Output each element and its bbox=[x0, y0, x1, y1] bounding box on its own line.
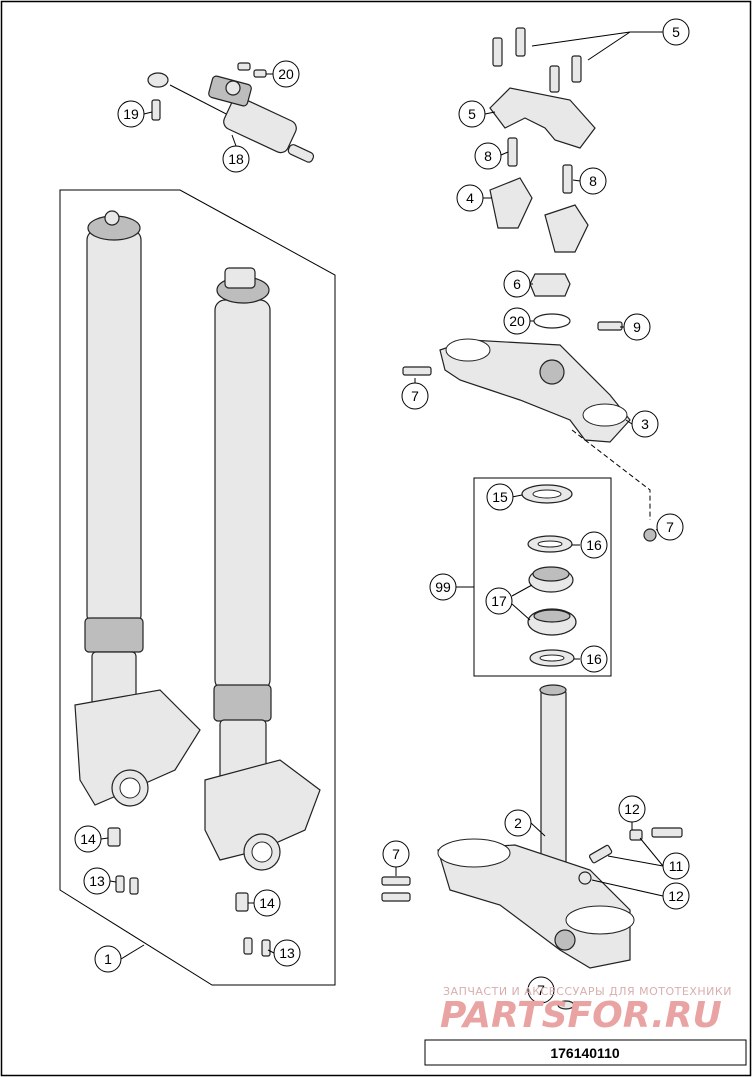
callout-2: 2 bbox=[504, 809, 532, 837]
svg-text:9: 9 bbox=[633, 319, 641, 335]
svg-text:6: 6 bbox=[513, 276, 521, 292]
axle-bolts-right bbox=[235, 892, 271, 957]
svg-text:7: 7 bbox=[392, 846, 400, 862]
lower-triple-clamp bbox=[437, 684, 635, 969]
steering-damper bbox=[147, 62, 315, 163]
callout-7-top: 5 bbox=[662, 18, 690, 46]
callout-20: 20 bbox=[272, 60, 300, 88]
pinch-bolt bbox=[597, 321, 623, 331]
callout-17: 17 bbox=[485, 587, 513, 615]
svg-text:20: 20 bbox=[509, 313, 525, 329]
svg-text:4: 4 bbox=[466, 190, 474, 206]
callout-8-b: 8 bbox=[579, 167, 607, 195]
bolt-head bbox=[643, 528, 657, 542]
svg-text:16: 16 bbox=[586, 537, 602, 553]
handlebar-clamp-bolts bbox=[492, 27, 582, 93]
axle-bolts-left bbox=[107, 827, 139, 895]
callout-15: 15 bbox=[486, 483, 514, 511]
clamp-bolt-side bbox=[402, 366, 432, 376]
svg-text:11: 11 bbox=[669, 858, 684, 874]
callout-1: 1 bbox=[94, 945, 122, 973]
callout-14-right: 14 bbox=[253, 889, 281, 917]
left-fork-leg bbox=[74, 210, 201, 807]
callout-19: 19 bbox=[117, 100, 145, 128]
handlebar-clamp-top bbox=[489, 87, 596, 149]
svg-text:19: 19 bbox=[123, 106, 139, 122]
handlebar-clamp-lower-left bbox=[489, 177, 533, 229]
svg-text:13: 13 bbox=[279, 945, 295, 961]
watermark-logo: PARTSFOR.RU bbox=[440, 995, 722, 1036]
right-fork-leg bbox=[204, 267, 321, 871]
svg-text:14: 14 bbox=[259, 895, 275, 911]
callout-99: 99 bbox=[429, 573, 457, 601]
watermark-caption: ЗАПЧАСТИ И АКСЕССУАРЫ ДЛЯ МОТОТЕХНИКИ bbox=[443, 985, 732, 998]
callout-label: 5 bbox=[672, 24, 680, 40]
clamp-bolt bbox=[562, 164, 573, 194]
part-number-box bbox=[424, 1039, 747, 1066]
svg-text:7: 7 bbox=[537, 982, 545, 998]
washer bbox=[533, 313, 571, 329]
svg-text:8: 8 bbox=[484, 148, 492, 164]
clamp-washer bbox=[578, 871, 592, 885]
callout-7-left: 7 bbox=[382, 840, 410, 868]
bearing-kit-frame bbox=[473, 477, 612, 677]
clamp-nut bbox=[629, 829, 643, 841]
bearing-kit bbox=[521, 484, 577, 667]
fork-assembly-bracket bbox=[59, 189, 336, 986]
callout-4: 4 bbox=[456, 184, 484, 212]
svg-text:1: 1 bbox=[104, 951, 112, 967]
svg-text:14: 14 bbox=[80, 831, 96, 847]
svg-text:5: 5 bbox=[468, 106, 476, 122]
callout-7-right: 7 bbox=[656, 513, 684, 541]
callout-7-bottom: 7 bbox=[527, 976, 555, 1004]
clamp-bolt bbox=[381, 892, 411, 902]
svg-text:12: 12 bbox=[624, 801, 640, 817]
svg-text:8: 8 bbox=[589, 173, 597, 189]
clamp-bolt bbox=[588, 844, 613, 864]
callout-12-bottom: 12 bbox=[662, 882, 690, 910]
callout-16-a: 16 bbox=[580, 531, 608, 559]
callout-7-mid: 7 bbox=[401, 382, 429, 410]
leader-lines bbox=[100, 31, 664, 960]
svg-text:3: 3 bbox=[641, 416, 649, 432]
svg-text:16: 16 bbox=[586, 651, 602, 667]
svg-text:7: 7 bbox=[411, 388, 419, 404]
callout-labels: 5 5 8 8 4 6 20 9 7 3 7 15 16 99 17 16 20… bbox=[74, 18, 690, 1004]
clamp-bolt bbox=[381, 876, 411, 886]
clamp-bolt bbox=[507, 137, 518, 167]
callout-18: 18 bbox=[222, 145, 250, 173]
callout-21: 20 bbox=[503, 307, 531, 335]
svg-text:17: 17 bbox=[491, 593, 507, 609]
callout-3: 3 bbox=[631, 410, 659, 438]
svg-text:99: 99 bbox=[435, 579, 451, 595]
svg-text:12: 12 bbox=[668, 888, 684, 904]
handlebar-clamp-lower-right bbox=[544, 204, 589, 253]
svg-text:13: 13 bbox=[89, 873, 105, 889]
callout-14-left: 14 bbox=[74, 825, 102, 853]
svg-text:18: 18 bbox=[228, 151, 244, 167]
callout-16-b: 16 bbox=[580, 645, 608, 673]
svg-text:15: 15 bbox=[492, 489, 508, 505]
svg-text:7: 7 bbox=[666, 519, 674, 535]
callout-9: 9 bbox=[623, 313, 651, 341]
callout-11: 11 bbox=[662, 852, 690, 880]
part-number: 176140110 bbox=[550, 1045, 620, 1061]
callout-12-top: 12 bbox=[618, 795, 646, 823]
callout-13-left: 13 bbox=[83, 867, 111, 895]
svg-text:20: 20 bbox=[278, 66, 294, 82]
callout-6: 6 bbox=[503, 270, 531, 298]
clamp-bolt bbox=[651, 827, 683, 838]
svg-text:2: 2 bbox=[514, 815, 522, 831]
stem-bolt bbox=[557, 1000, 575, 1010]
callout-5: 5 bbox=[458, 100, 486, 128]
callout-13-right: 13 bbox=[273, 939, 301, 967]
callout-8-a: 8 bbox=[474, 142, 502, 170]
steering-stem-nut bbox=[529, 273, 571, 297]
